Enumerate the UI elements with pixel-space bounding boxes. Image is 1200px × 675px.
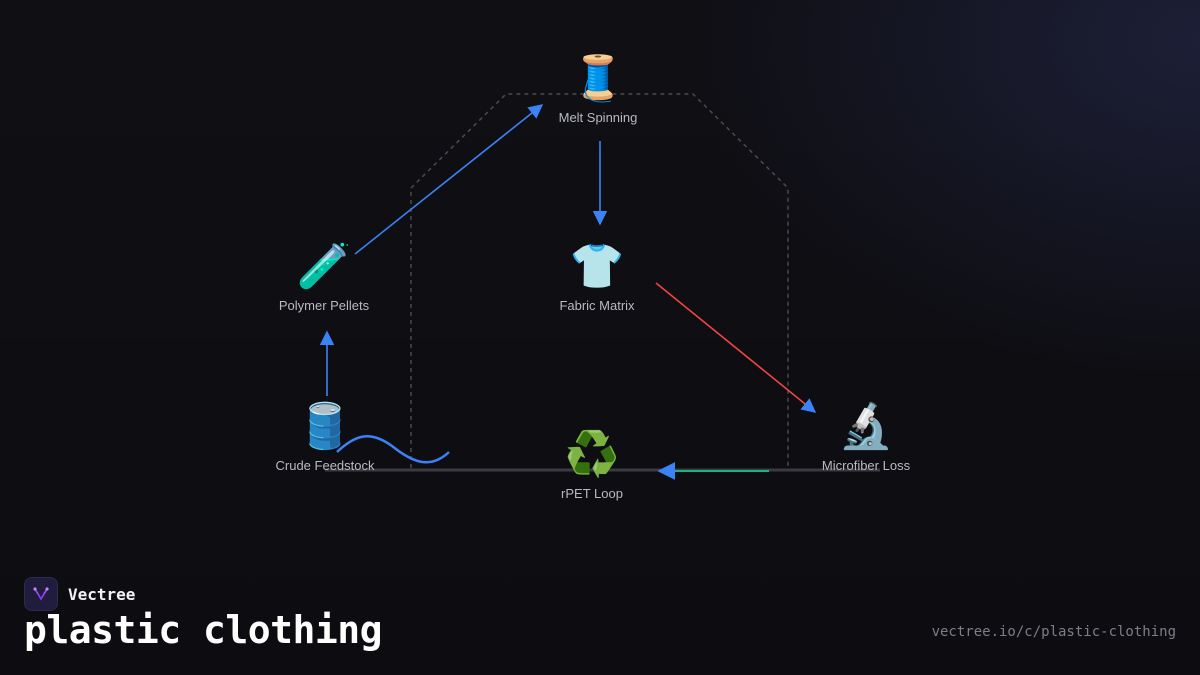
node-label: Fabric Matrix: [559, 298, 635, 313]
node-fabric-matrix[interactable]: 👕 Fabric Matrix: [559, 240, 634, 313]
node-rpet-loop[interactable]: ♻️ rPET Loop: [561, 428, 623, 501]
page-title: plastic clothing: [24, 608, 383, 652]
wave-decoration: [336, 435, 450, 464]
brand[interactable]: Vectree: [24, 577, 135, 611]
microscope-icon: 🔬: [838, 401, 894, 452]
thread-spool-icon: 🧵: [570, 53, 626, 104]
tshirt-icon: 👕: [569, 241, 625, 292]
node-microfiber-loss[interactable]: 🔬 Microfiber Loss: [822, 400, 910, 473]
node-melt-spinning[interactable]: 🧵 Melt Spinning: [559, 52, 638, 125]
node-label: Polymer Pellets: [278, 298, 370, 313]
recycle-icon: ♻️: [564, 429, 620, 480]
cycle-outline: [410, 93, 789, 468]
brand-name: Vectree: [68, 584, 136, 604]
test-tube-icon: 🧪: [296, 241, 352, 292]
node-crude-feedstock[interactable]: 🛢️ Crude Feedstock: [276, 400, 375, 473]
edge-fabric-matrix-to-microfiber-loss: [655, 282, 817, 413]
node-polymer-pellets[interactable]: 🧪 Polymer Pellets: [279, 240, 369, 313]
node-label: Microfiber Loss: [821, 458, 911, 473]
oil-drum-icon: 🛢️: [297, 401, 353, 452]
edge-polymer-pellets-to-melt-spinning: [354, 104, 544, 255]
node-label: Crude Feedstock: [275, 458, 375, 473]
source-url[interactable]: vectree.io/c/plastic-clothing: [931, 624, 1176, 640]
node-label: Melt Spinning: [558, 110, 638, 125]
node-label: rPET Loop: [561, 486, 623, 501]
vectree-logo-icon: [24, 577, 58, 611]
